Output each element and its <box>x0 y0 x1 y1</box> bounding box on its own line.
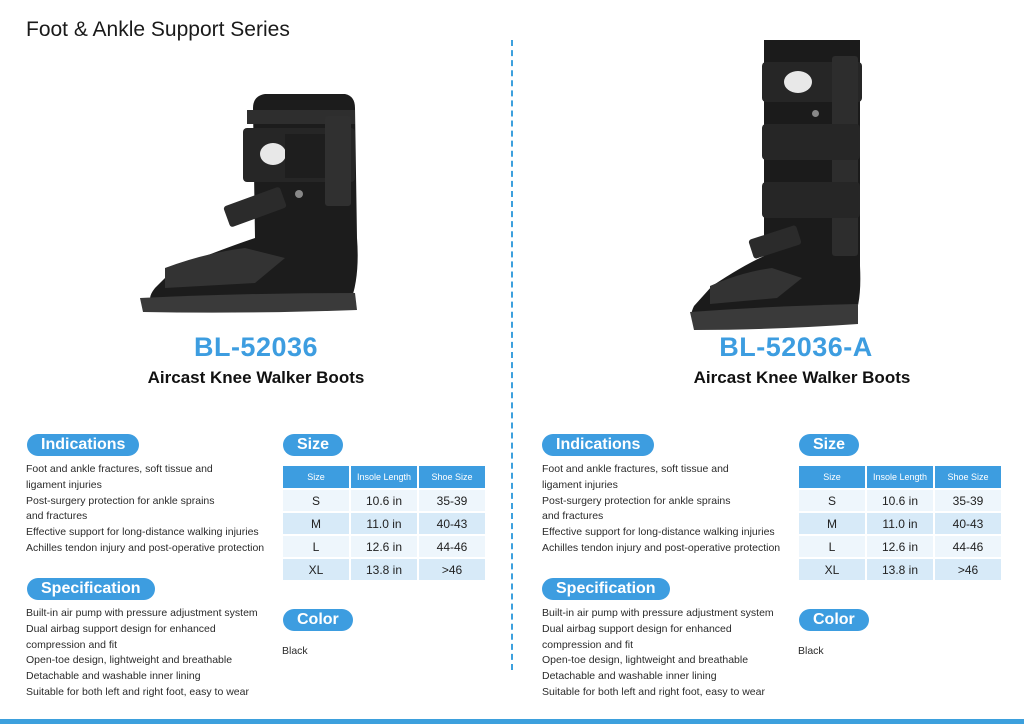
insole-cell: 13.8 in <box>867 559 933 580</box>
size-table-header: Shoe Size <box>935 466 1001 488</box>
spec-line: compression and fit <box>542 638 634 651</box>
spec-line: Built-in air pump with pressure adjustme… <box>26 607 258 619</box>
size-table-header: Size <box>799 466 865 488</box>
indication-line: Effective support for long-distance walk… <box>542 526 775 539</box>
indication-line: and fractures <box>542 510 604 523</box>
table-row: L 12.6 in 44-46 <box>799 536 1001 557</box>
spec-line: Suitable for both left and right foot, e… <box>542 685 765 698</box>
color-value: Black <box>282 645 308 657</box>
size-table-header: Shoe Size <box>419 466 485 488</box>
size-cell: M <box>283 513 349 534</box>
size-table: Size Insole Length Shoe Size S 10.6 in 3… <box>797 464 1003 582</box>
table-row: M 11.0 in 40-43 <box>283 513 485 534</box>
indication-line: and fractures <box>26 510 88 523</box>
indications-heading: Indications <box>27 434 140 456</box>
insole-cell: 11.0 in <box>867 513 933 534</box>
spec-line: Open-toe design, lightweight and breatha… <box>26 654 233 667</box>
size-cell: XL <box>283 559 349 580</box>
product-card-short-boot: BL-52036 Aircast Knee Walker Boots Indic… <box>26 94 487 701</box>
short-walker-boot-image <box>140 94 358 313</box>
shoe-size-cell: 35-39 <box>419 490 485 511</box>
table-row: S 10.6 in 35-39 <box>799 490 1001 511</box>
table-row: S 10.6 in 35-39 <box>283 490 485 511</box>
indication-line: Foot and ankle fractures, soft tissue an… <box>26 463 213 475</box>
spec-line: compression and fit <box>26 638 118 651</box>
specification-list: Built-in air pump with pressure adjustme… <box>26 606 276 701</box>
size-cell: S <box>283 490 349 511</box>
indication-line: Foot and ankle fractures, soft tissue an… <box>542 463 729 475</box>
indication-line: Achilles tendon injury and post-operativ… <box>26 541 265 554</box>
indication-line: Effective support for long-distance walk… <box>26 526 259 539</box>
insole-cell: 12.6 in <box>351 536 417 557</box>
insole-cell: 11.0 in <box>351 513 417 534</box>
size-cell: M <box>799 513 865 534</box>
color-heading: Color <box>799 609 869 631</box>
tall-walker-boot-image <box>690 40 862 330</box>
indication-line: Post-surgery protection for ankle sprain… <box>26 494 215 507</box>
shoe-size-cell: 44-46 <box>935 536 1001 557</box>
product-model: BL-52036 <box>193 332 319 362</box>
shoe-size-cell: 44-46 <box>419 536 485 557</box>
bottom-accent-bar <box>0 719 1024 724</box>
spec-line: Detachable and washable inner lining <box>542 670 717 683</box>
size-heading: Size <box>799 434 860 456</box>
shoe-size-cell: >46 <box>419 559 485 580</box>
page-title: Foot & Ankle Support Series <box>26 18 290 41</box>
shoe-size-cell: 40-43 <box>935 513 1001 534</box>
size-cell: XL <box>799 559 865 580</box>
product-name: Aircast Knee Walker Boots <box>147 368 365 387</box>
shoe-size-cell: >46 <box>935 559 1001 580</box>
spec-line: Open-toe design, lightweight and breatha… <box>542 654 749 667</box>
color-value: Black <box>798 645 824 657</box>
size-table-header: Size <box>283 466 349 488</box>
spec-line: Suitable for both left and right foot, e… <box>26 685 249 698</box>
color-heading: Color <box>283 609 353 631</box>
shoe-size-cell: 40-43 <box>419 513 485 534</box>
size-cell: S <box>799 490 865 511</box>
table-row: L 12.6 in 44-46 <box>283 536 485 557</box>
size-cell: L <box>283 536 349 557</box>
specification-heading: Specification <box>27 578 155 600</box>
product-name: Aircast Knee Walker Boots <box>693 368 911 387</box>
indication-line: ligament injuries <box>542 478 618 491</box>
specification-list: Built-in air pump with pressure adjustme… <box>542 606 792 701</box>
size-table-header: Insole Length <box>351 466 417 488</box>
specification-heading: Specification <box>542 578 670 600</box>
size-cell: L <box>799 536 865 557</box>
size-heading: Size <box>283 434 344 456</box>
product-model: BL-52036-A <box>719 332 873 362</box>
table-row: XL 13.8 in >46 <box>283 559 485 580</box>
spec-line: Dual airbag support design for enhanced <box>26 622 216 635</box>
table-row: M 11.0 in 40-43 <box>799 513 1001 534</box>
shoe-size-cell: 35-39 <box>935 490 1001 511</box>
insole-cell: 12.6 in <box>867 536 933 557</box>
product-card-tall-boot: BL-52036-A Aircast Knee Walker Boots Ind… <box>516 0 1024 724</box>
center-divider <box>511 40 513 670</box>
insole-cell: 13.8 in <box>351 559 417 580</box>
indication-line: Achilles tendon injury and post-operativ… <box>542 541 781 554</box>
insole-cell: 10.6 in <box>867 490 933 511</box>
spec-line: Dual airbag support design for enhanced <box>542 622 732 635</box>
indications-list: Foot and ankle fractures, soft tissue an… <box>542 462 792 557</box>
size-table: Size Insole Length Shoe Size S 10.6 in 3… <box>281 464 487 582</box>
insole-cell: 10.6 in <box>351 490 417 511</box>
indication-line: ligament injuries <box>26 478 102 491</box>
indication-line: Post-surgery protection for ankle sprain… <box>542 494 731 507</box>
spec-line: Built-in air pump with pressure adjustme… <box>542 607 774 619</box>
indications-heading: Indications <box>542 434 655 456</box>
table-row: XL 13.8 in >46 <box>799 559 1001 580</box>
size-table-header: Insole Length <box>867 466 933 488</box>
spec-line: Detachable and washable inner lining <box>26 670 201 683</box>
indications-list: Foot and ankle fractures, soft tissue an… <box>26 462 276 557</box>
